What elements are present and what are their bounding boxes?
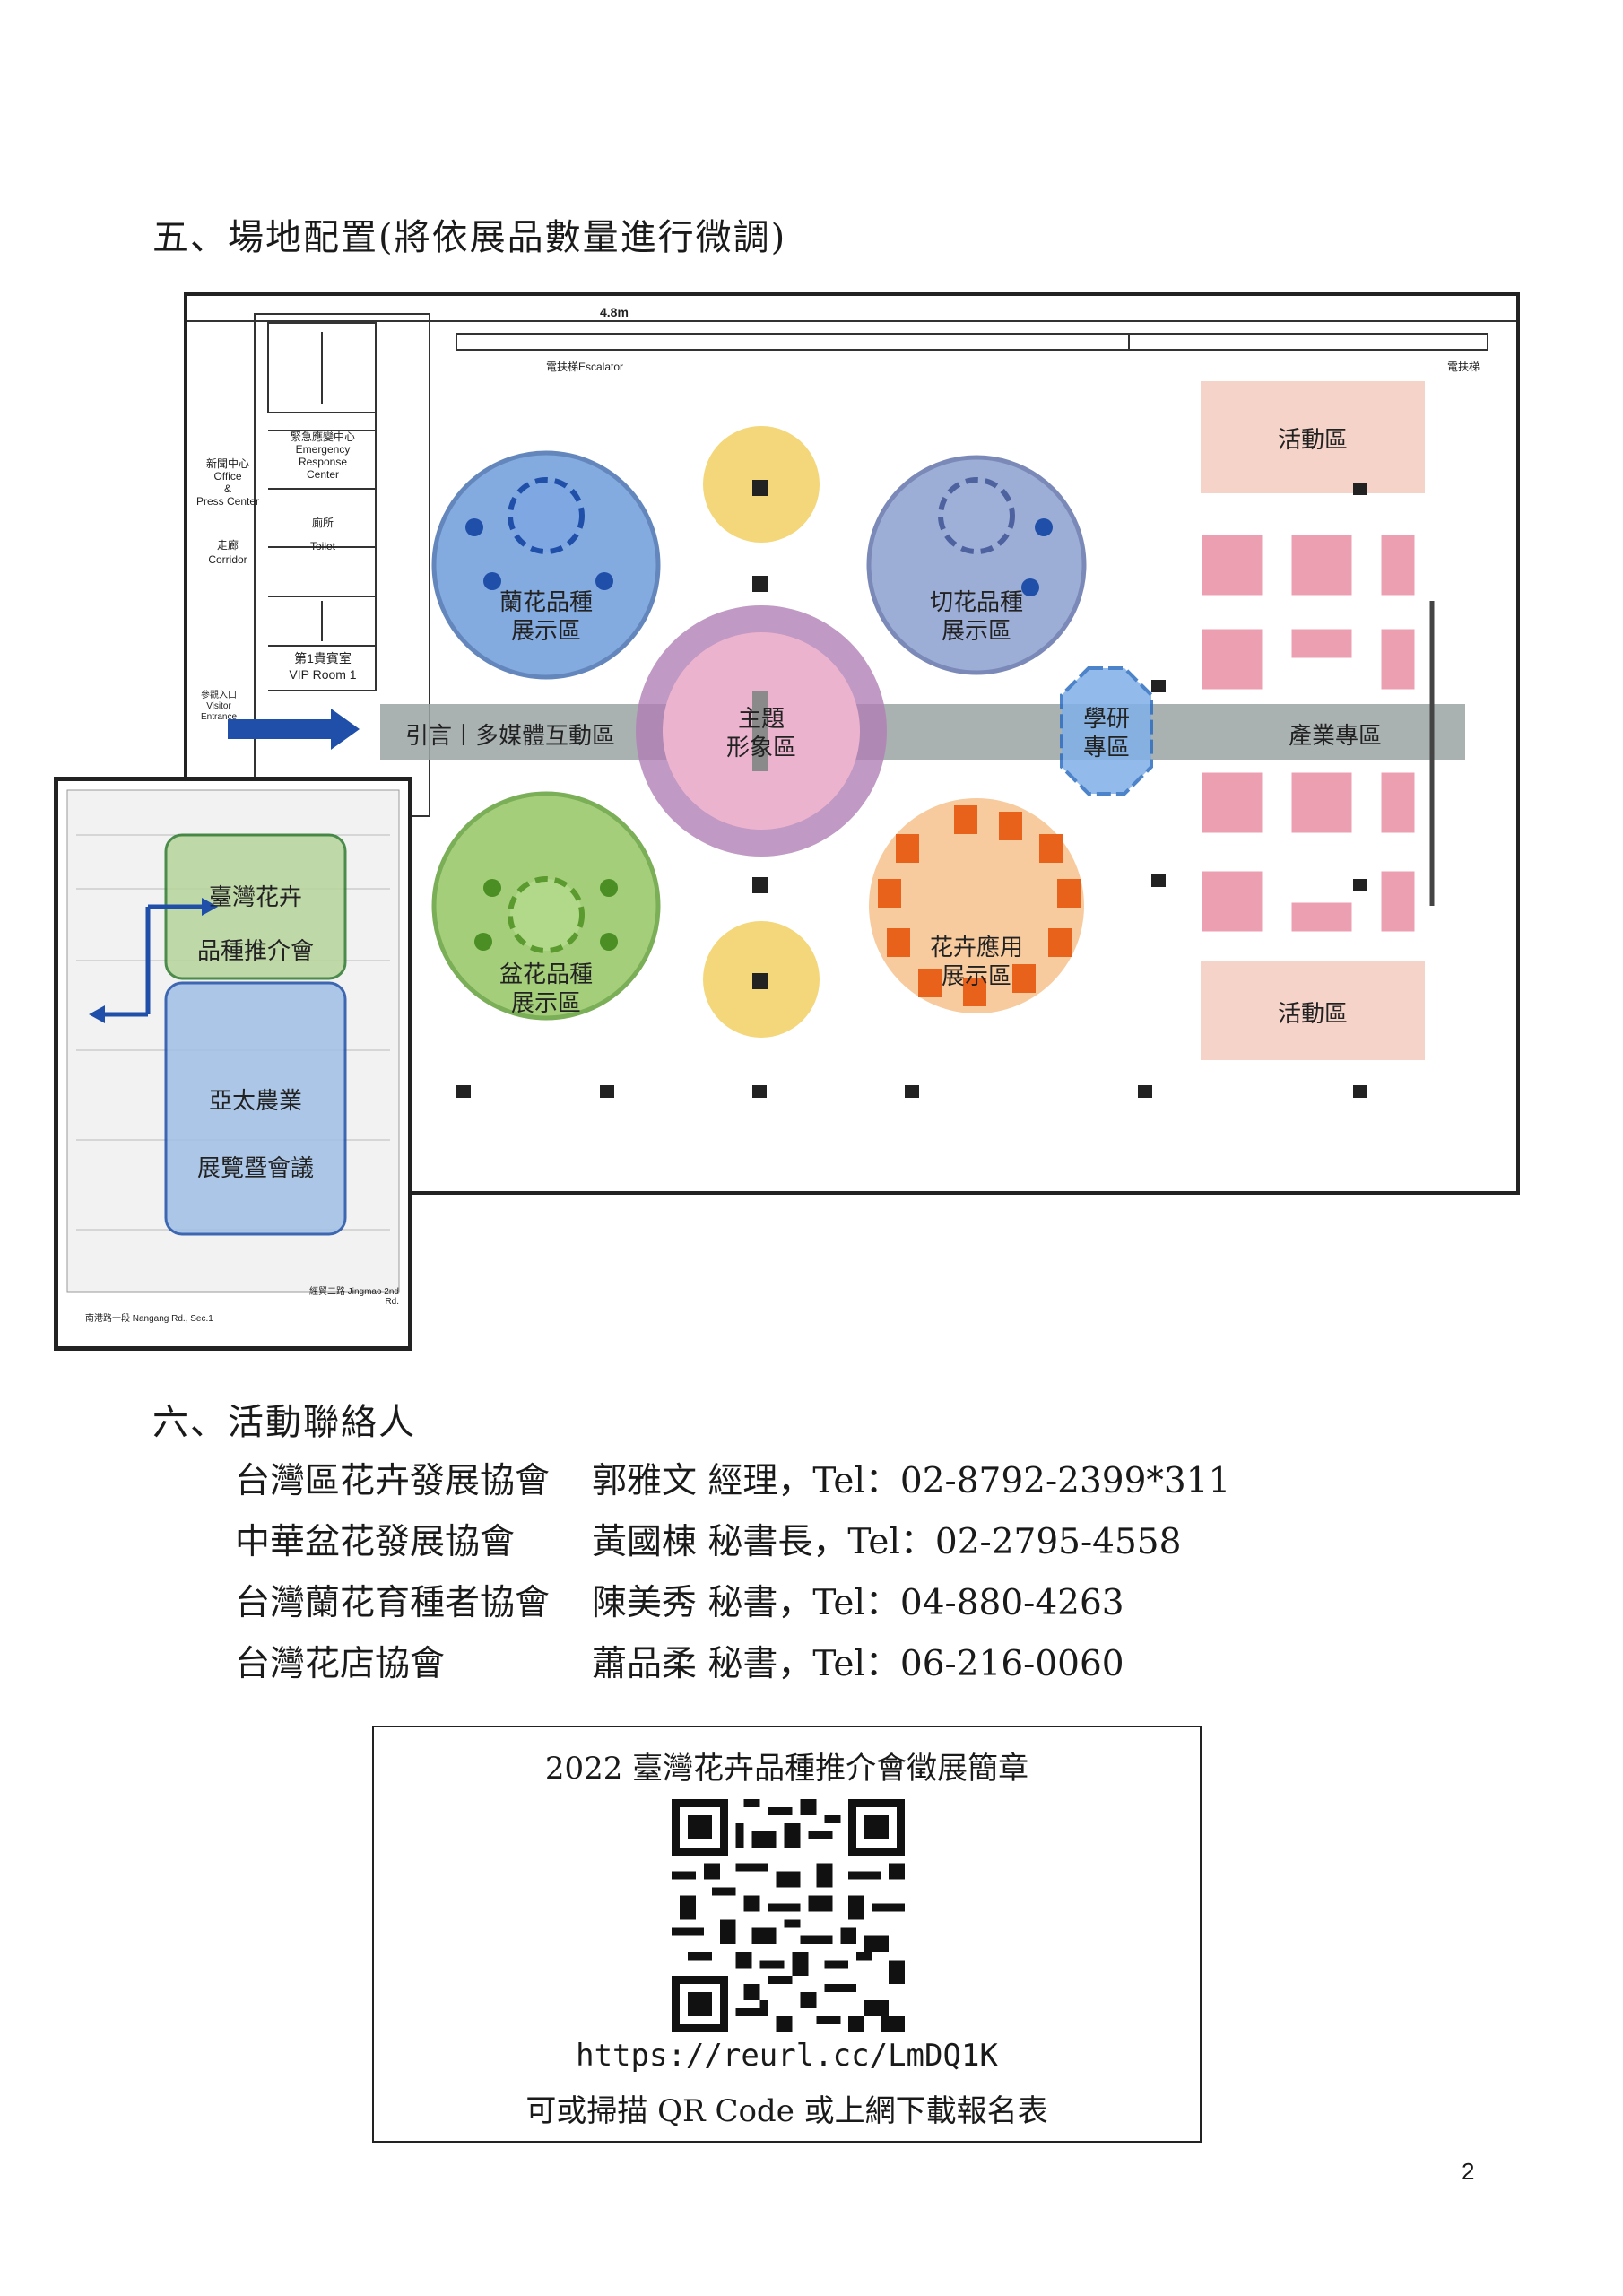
cutflower-zone-circle [866, 455, 1087, 675]
section-heading-contacts: 六、活動聯絡人 [152, 1402, 416, 1443]
inset-zone-top-label: 臺灣花卉品種推介會 [196, 884, 314, 965]
activity-zone-bottom-label: 活動區 [1277, 1000, 1348, 1027]
orchid-zone-label: 蘭花品種展示區 [499, 588, 593, 644]
activity-zone-bottom [1201, 961, 1425, 1060]
qr-note: 可或掃描 QR Code 或上網下載報名表 [525, 2093, 1048, 2129]
academic-zone-label: 學研專區 [1082, 705, 1130, 761]
industry-booths [1199, 532, 1418, 935]
escalator-right-label: 電扶梯 [1447, 361, 1480, 373]
escalator-label: 電扶梯Escalator [546, 361, 624, 373]
application-zone-label: 花卉應用展示區 [929, 934, 1023, 989]
contact-org: 台灣花店協會 [235, 1644, 446, 1684]
contact-person: 蕭品柔 秘書，Tel：06-216-0060 [592, 1644, 1124, 1684]
theme-zone-label: 主題形象區 [725, 705, 796, 761]
qr-code-icon[interactable] [672, 1799, 905, 2032]
contact-person: 陳美秀 秘書，Tel：04-880-4263 [592, 1583, 1124, 1623]
qr-url-link[interactable]: https://reurl.cc/LmDQ1K [576, 2038, 998, 2074]
industry-zone-label: 產業專區 [1288, 722, 1382, 749]
activity-zone-top-label: 活動區 [1277, 426, 1348, 453]
section-heading-venue: 五、場地配置(將依展品數量進行微調) [152, 217, 787, 258]
academic-zone-shape [1060, 666, 1153, 796]
potted-zone-label: 盆花品種展示區 [499, 961, 593, 1016]
inset-zone-bottom-label: 亞太農業展覽暨會議 [196, 1088, 314, 1182]
intro-zone-label: 引言丨多媒體互動區 [404, 722, 615, 749]
qr-box-title: 2022 臺灣花卉品種推介會徵展簡章 [544, 1751, 1029, 1787]
contact-org: 中華盆花發展協會 [235, 1522, 516, 1562]
application-zone-circle [869, 798, 1084, 1013]
activity-zone-top [1201, 381, 1425, 493]
inset-road-side: 經貿二路 Jingmao 2nd Rd. [308, 1287, 399, 1307]
inset-road-bottom: 南港路一段 Nangang Rd., Sec.1 [85, 1314, 213, 1324]
inset-zone-bottom [164, 981, 347, 1236]
contact-org: 台灣蘭花育種者協會 [235, 1583, 551, 1623]
entrance-arrow [228, 709, 360, 750]
page-number: 2 [1462, 2158, 1475, 2185]
width-label: 4.8m [600, 305, 629, 319]
contact-person: 黃國棟 秘書長，Tel：02-2795-4558 [592, 1522, 1182, 1562]
qr-download-box: 2022 臺灣花卉品種推介會徵展簡章 https://reurl.cc/LmDQ… [372, 1726, 1202, 2143]
orchid-zone-circle [431, 450, 661, 680]
application-booths [878, 805, 1081, 1006]
central-aisle [380, 704, 1465, 760]
camera-icons [456, 483, 1367, 1098]
contact-org: 台灣區花卉發展協會 [235, 1461, 551, 1501]
contact-person: 郭雅文 經理，Tel：02-8792-2399*311 [592, 1461, 1231, 1501]
cutflower-zone-label: 切花品種展示區 [929, 588, 1023, 644]
inset-location-map: 臺灣花卉品種推介會 亞太農業展覽暨會議 南港路一段 Nangang Rd., S… [54, 777, 412, 1351]
escalator-bars [187, 320, 1516, 351]
